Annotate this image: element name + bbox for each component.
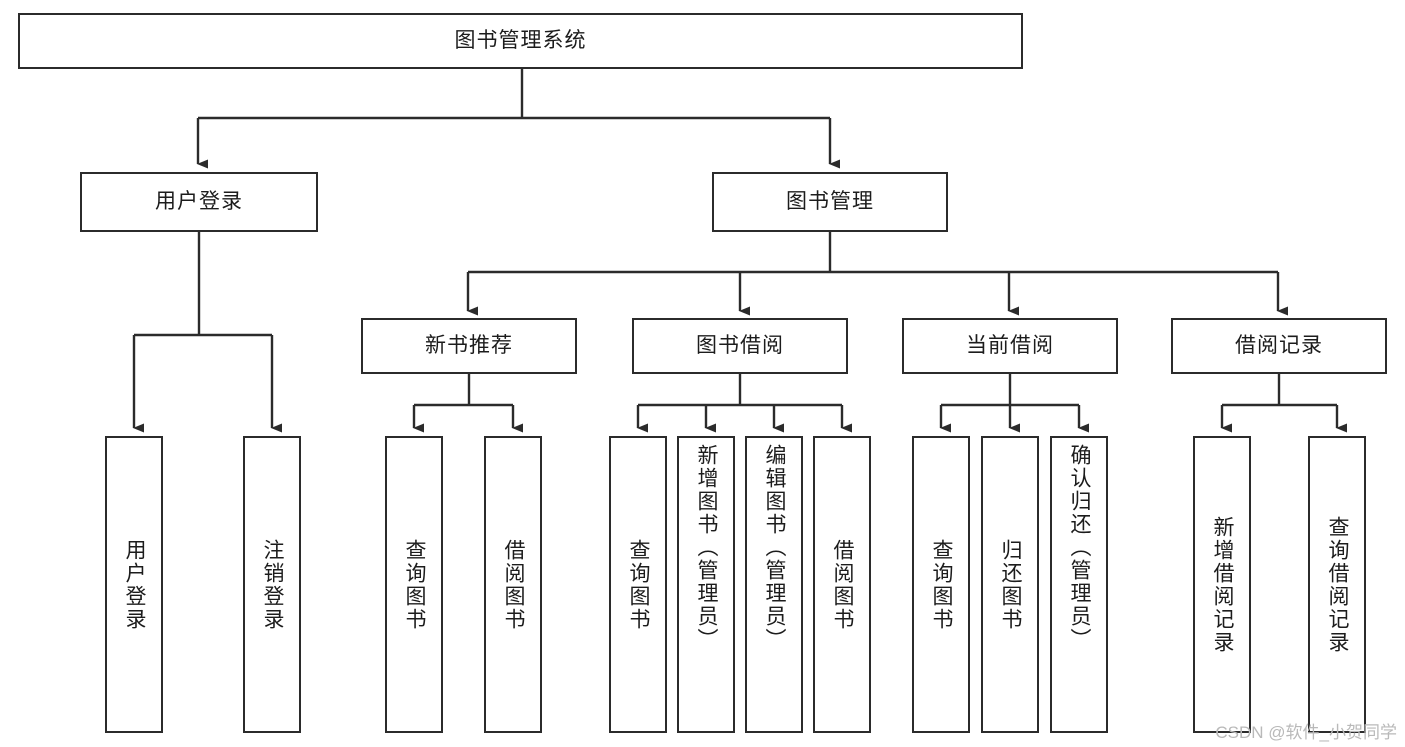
leaf-add-book-label: 新增图书（管理员）: [695, 444, 718, 651]
leaf-confirm-return[interactable]: 确认归还（管理员）: [1050, 436, 1108, 733]
leaf-return-book[interactable]: 归还图书: [981, 436, 1039, 733]
leaf-logout[interactable]: 注销登录: [243, 436, 301, 733]
leaf-query-book-1-label: 查询图书: [403, 538, 426, 631]
leaf-logout-label: 注销登录: [261, 538, 284, 631]
node-current-borrow[interactable]: 当前借阅: [902, 318, 1118, 374]
leaf-query-book-2-label: 查询图书: [627, 538, 650, 631]
leaf-query-book-2[interactable]: 查询图书: [609, 436, 667, 733]
node-current-borrow-label: 当前借阅: [966, 334, 1054, 358]
leaf-query-record-label: 查询借阅记录: [1326, 515, 1349, 654]
node-user-login[interactable]: 用户登录: [80, 172, 318, 232]
leaf-add-book[interactable]: 新增图书（管理员）: [677, 436, 735, 733]
leaf-borrow-book-2-label: 借阅图书: [831, 538, 854, 631]
node-user-login-label: 用户登录: [155, 190, 243, 214]
leaf-edit-book-label: 编辑图书（管理员）: [763, 444, 786, 651]
leaf-confirm-return-label: 确认归还（管理员）: [1068, 444, 1091, 651]
leaf-query-record[interactable]: 查询借阅记录: [1308, 436, 1366, 733]
node-borrow-record[interactable]: 借阅记录: [1171, 318, 1387, 374]
node-root-label: 图书管理系统: [454, 29, 587, 53]
node-root[interactable]: 图书管理系统: [18, 13, 1023, 69]
watermark: CSDN @软件_小贺同学: [1215, 723, 1397, 742]
node-book-borrow[interactable]: 图书借阅: [632, 318, 848, 374]
leaf-user-login-label: 用户登录: [123, 538, 146, 631]
node-book-manage-label: 图书管理: [786, 190, 874, 214]
leaf-borrow-book-1-label: 借阅图书: [502, 538, 525, 631]
node-new-book-recommend-label: 新书推荐: [425, 334, 513, 358]
leaf-add-record[interactable]: 新增借阅记录: [1193, 436, 1251, 733]
leaf-return-book-label: 归还图书: [999, 538, 1022, 631]
leaf-query-book-3[interactable]: 查询图书: [912, 436, 970, 733]
node-book-manage[interactable]: 图书管理: [712, 172, 948, 232]
node-book-borrow-label: 图书借阅: [696, 334, 784, 358]
leaf-user-login[interactable]: 用户登录: [105, 436, 163, 733]
leaf-borrow-book-1[interactable]: 借阅图书: [484, 436, 542, 733]
leaf-query-book-3-label: 查询图书: [930, 538, 953, 631]
leaf-edit-book[interactable]: 编辑图书（管理员）: [745, 436, 803, 733]
node-new-book-recommend[interactable]: 新书推荐: [361, 318, 577, 374]
leaf-query-book-1[interactable]: 查询图书: [385, 436, 443, 733]
leaf-borrow-book-2[interactable]: 借阅图书: [813, 436, 871, 733]
leaf-add-record-label: 新增借阅记录: [1211, 515, 1234, 654]
node-borrow-record-label: 借阅记录: [1235, 334, 1323, 358]
